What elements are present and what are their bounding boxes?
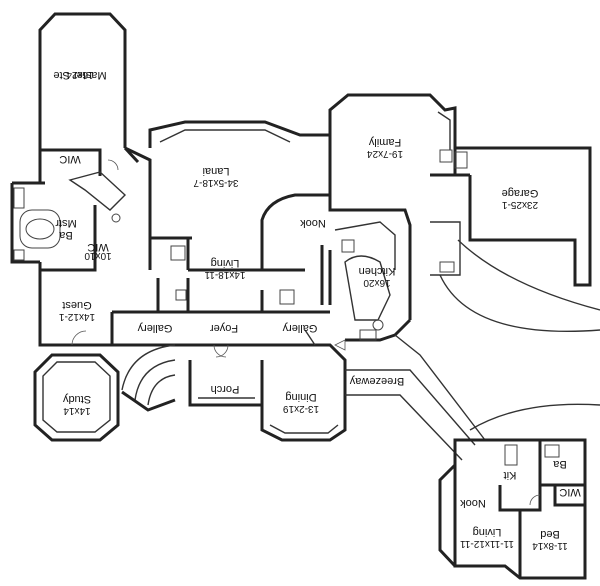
label-gh-kit: Kit <box>504 469 517 481</box>
label-breezeway: Breezeway <box>349 375 404 387</box>
label-lanai-name: Lanai <box>203 165 230 177</box>
label-mstr-ba-name: Mstr <box>55 217 77 229</box>
label-living-name: Living <box>211 257 240 269</box>
label-guest-name: Guest <box>62 299 91 311</box>
label-dining-name: Dining <box>285 391 316 403</box>
powder-room <box>279 289 295 305</box>
gh-kitchen-counter <box>504 444 518 466</box>
label-foyer: Foyer <box>210 322 238 334</box>
gh-bath-fixture <box>544 444 560 458</box>
label-nook-name: Nook <box>300 217 326 229</box>
laundry <box>439 261 455 273</box>
bathtub <box>19 209 61 249</box>
room-labels: Master Ste 16x24 WIC Mstr Ba WIC 10x10 L… <box>53 69 580 551</box>
label-gallery-left: Gallery <box>137 322 172 334</box>
label-study-dims: 14x14 <box>63 405 91 416</box>
toilet <box>111 213 121 223</box>
label-study-name: Study <box>62 393 91 405</box>
label-kitchen-name: Kitchen <box>359 265 396 277</box>
label-garage-dims: 23x25-1 <box>501 199 538 210</box>
label-mstr-ba-dims: Ba <box>58 229 72 241</box>
label-family-name: Family <box>368 136 401 148</box>
label-gh-bed-name: Bed <box>540 528 560 540</box>
label-gh-living-name: Living <box>473 526 502 538</box>
fixtures <box>13 149 560 506</box>
label-wic2-name: WIC <box>87 241 108 253</box>
label-living-dims: 14x18-11 <box>204 269 245 280</box>
fireplace <box>170 245 186 261</box>
label-family-dims: 19-7x24 <box>366 148 403 159</box>
label-garage-name: Garage <box>502 187 539 199</box>
label-dining-dims: 13-2x19 <box>282 403 319 414</box>
walls <box>10 12 600 580</box>
label-gh-living-dims: 11-11x12-11 <box>460 538 514 549</box>
label-gallery-right: Gallery <box>282 322 317 334</box>
label-lanai-dims: 34-5x18-7 <box>193 177 238 188</box>
label-guest-dims: 14x12-1 <box>58 311 95 322</box>
label-wic2-dims: 10x10 <box>84 250 112 261</box>
label-porch: Porch <box>211 383 240 395</box>
label-gh-nook: Nook <box>460 497 486 509</box>
vanity <box>13 187 25 209</box>
label-master-dims: 16x24 <box>66 69 94 80</box>
label-gh-bed-dims: 11-8x14 <box>532 540 568 551</box>
label-master-name: Master Ste <box>53 69 106 81</box>
label-kitchen-dims: 16x20 <box>363 277 391 288</box>
label-gh-ba: Ba <box>552 458 566 470</box>
label-wic1-name: WIC <box>59 153 80 165</box>
label-gh-wic: WIC <box>559 486 580 498</box>
